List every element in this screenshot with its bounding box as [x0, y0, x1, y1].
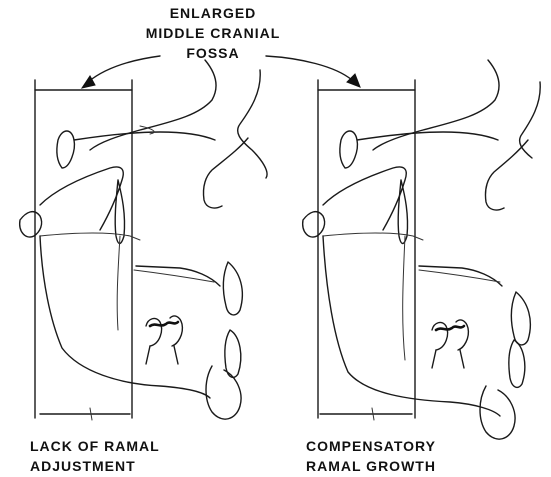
left-maxilla	[40, 167, 123, 230]
left-arrow-curve	[88, 56, 160, 82]
left-tooth-root-a	[146, 346, 150, 364]
right-nasal-line	[485, 140, 528, 210]
left-molar-occlusion	[150, 322, 178, 326]
left-upper-incisor	[223, 262, 242, 315]
right-sella	[340, 131, 358, 168]
left-lower-incisor	[225, 330, 241, 377]
left-lip-line	[134, 270, 214, 282]
left-molar-right	[170, 316, 182, 346]
right-cranial-base	[357, 132, 498, 140]
right-cranium-outline	[373, 60, 499, 150]
right-arrow-curve	[266, 56, 352, 80]
left-cranial-base	[74, 132, 215, 140]
left-cranium-outline	[90, 60, 216, 150]
left-molar-left	[146, 319, 162, 346]
right-tooth-root-a	[432, 350, 436, 368]
left-ramus-posterior-border	[117, 236, 120, 330]
right-chin	[480, 386, 515, 439]
right-arrowhead	[347, 74, 360, 87]
right-maxilla	[323, 167, 406, 230]
right-tooth-root-b	[460, 350, 464, 368]
right-condyle	[303, 212, 325, 237]
right-mandible	[323, 236, 500, 416]
right-skull-tracing	[303, 60, 541, 439]
left-chin	[206, 366, 241, 419]
left-frontal-outline	[238, 70, 267, 178]
right-ramus-posterior-border	[403, 236, 405, 360]
left-tooth-root-b	[174, 346, 178, 364]
right-molar-left	[432, 323, 448, 350]
left-nasal-line	[203, 138, 248, 208]
left-condyle	[20, 212, 42, 237]
left-occlusal-plane	[40, 233, 140, 240]
left-skull-tracing	[20, 60, 267, 420]
right-occlusal-plane	[323, 233, 423, 240]
left-sella	[57, 131, 75, 168]
right-molar-occlusion	[436, 326, 464, 330]
right-caption-line-2: RAMAL GROWTH	[306, 457, 436, 475]
left-caption-line-1: LACK OF RAMAL	[30, 437, 160, 455]
right-caption-line-1: COMPENSATORY	[306, 437, 436, 455]
right-lower-incisor	[509, 340, 525, 387]
right-molar-right	[456, 320, 468, 350]
left-mandible	[40, 236, 210, 398]
right-upper-incisor	[511, 292, 530, 345]
left-caption-line-2: ADJUSTMENT	[30, 457, 136, 475]
